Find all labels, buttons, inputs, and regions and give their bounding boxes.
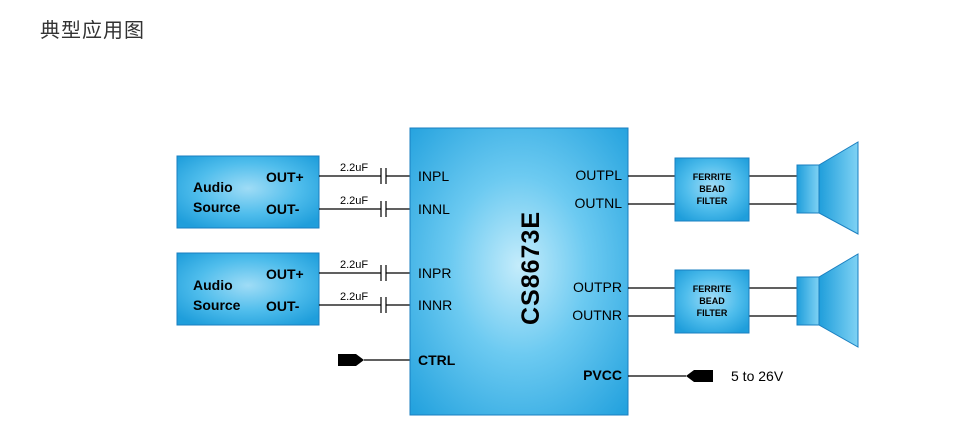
- supply-voltage-label: 5 to 26V: [731, 368, 784, 384]
- filter-2-line1: FERRITE: [693, 284, 732, 294]
- supply-connector: 5 to 26V: [628, 368, 784, 384]
- connector-arrow-icon: [686, 370, 713, 382]
- ctrl-connector: [338, 354, 410, 366]
- cap-3-label: 2.2uF: [340, 259, 368, 271]
- cap-4-label: 2.2uF: [340, 291, 368, 303]
- audio-source-1-out-minus: OUT-: [266, 201, 300, 217]
- audio-source-2-line1: Audio: [193, 277, 233, 293]
- filter-2-line3: FILTER: [697, 308, 728, 318]
- filter-1-line1: FERRITE: [693, 172, 732, 182]
- pin-inpr: INPR: [418, 265, 451, 281]
- pin-outnl: OUTNL: [575, 195, 623, 211]
- audio-source-2-out-plus: OUT+: [266, 266, 304, 282]
- chip-name: CS8673E: [517, 211, 545, 325]
- connector-arrow-icon: [338, 354, 364, 366]
- audio-source-1-line2: Source: [193, 199, 241, 215]
- audio-source-1-line1: Audio: [193, 179, 233, 195]
- amplifier-chip: INPL INNL INPR INNR CTRL OUTPL OUTNL OUT…: [409, 127, 629, 416]
- pin-pvcc: PVCC: [583, 367, 622, 383]
- ferrite-filter-1: FERRITE BEAD FILTER: [674, 157, 750, 222]
- speaker-icon: [796, 253, 859, 348]
- audio-source-1: Audio Source OUT+ OUT-: [176, 155, 320, 229]
- pin-outpr: OUTPR: [573, 279, 622, 295]
- output-wiring: [628, 175, 800, 317]
- pin-inpl: INPL: [418, 168, 449, 184]
- pin-innl: INNL: [418, 201, 450, 217]
- audio-source-2-line2: Source: [193, 297, 241, 313]
- speaker-icon: [796, 141, 859, 235]
- pin-innr: INNR: [418, 297, 452, 313]
- input-coupling-network: 2.2uF 2.2uF 2.2uF 2.2uF: [319, 162, 410, 313]
- audio-source-2-out-minus: OUT-: [266, 298, 300, 314]
- audio-source-1-out-plus: OUT+: [266, 169, 304, 185]
- filter-2-line2: BEAD: [699, 296, 725, 306]
- filter-1-line3: FILTER: [697, 196, 728, 206]
- filter-1-line2: BEAD: [699, 184, 725, 194]
- page-title: 典型应用图: [40, 18, 145, 42]
- pin-ctrl: CTRL: [418, 352, 456, 368]
- ferrite-filter-2: FERRITE BEAD FILTER: [674, 269, 750, 334]
- pin-outpl: OUTPL: [575, 167, 622, 183]
- pin-outnr: OUTNR: [572, 307, 622, 323]
- cap-1-label: 2.2uF: [340, 162, 368, 174]
- audio-source-2: Audio Source OUT+ OUT-: [176, 252, 320, 326]
- cap-2-label: 2.2uF: [340, 195, 368, 207]
